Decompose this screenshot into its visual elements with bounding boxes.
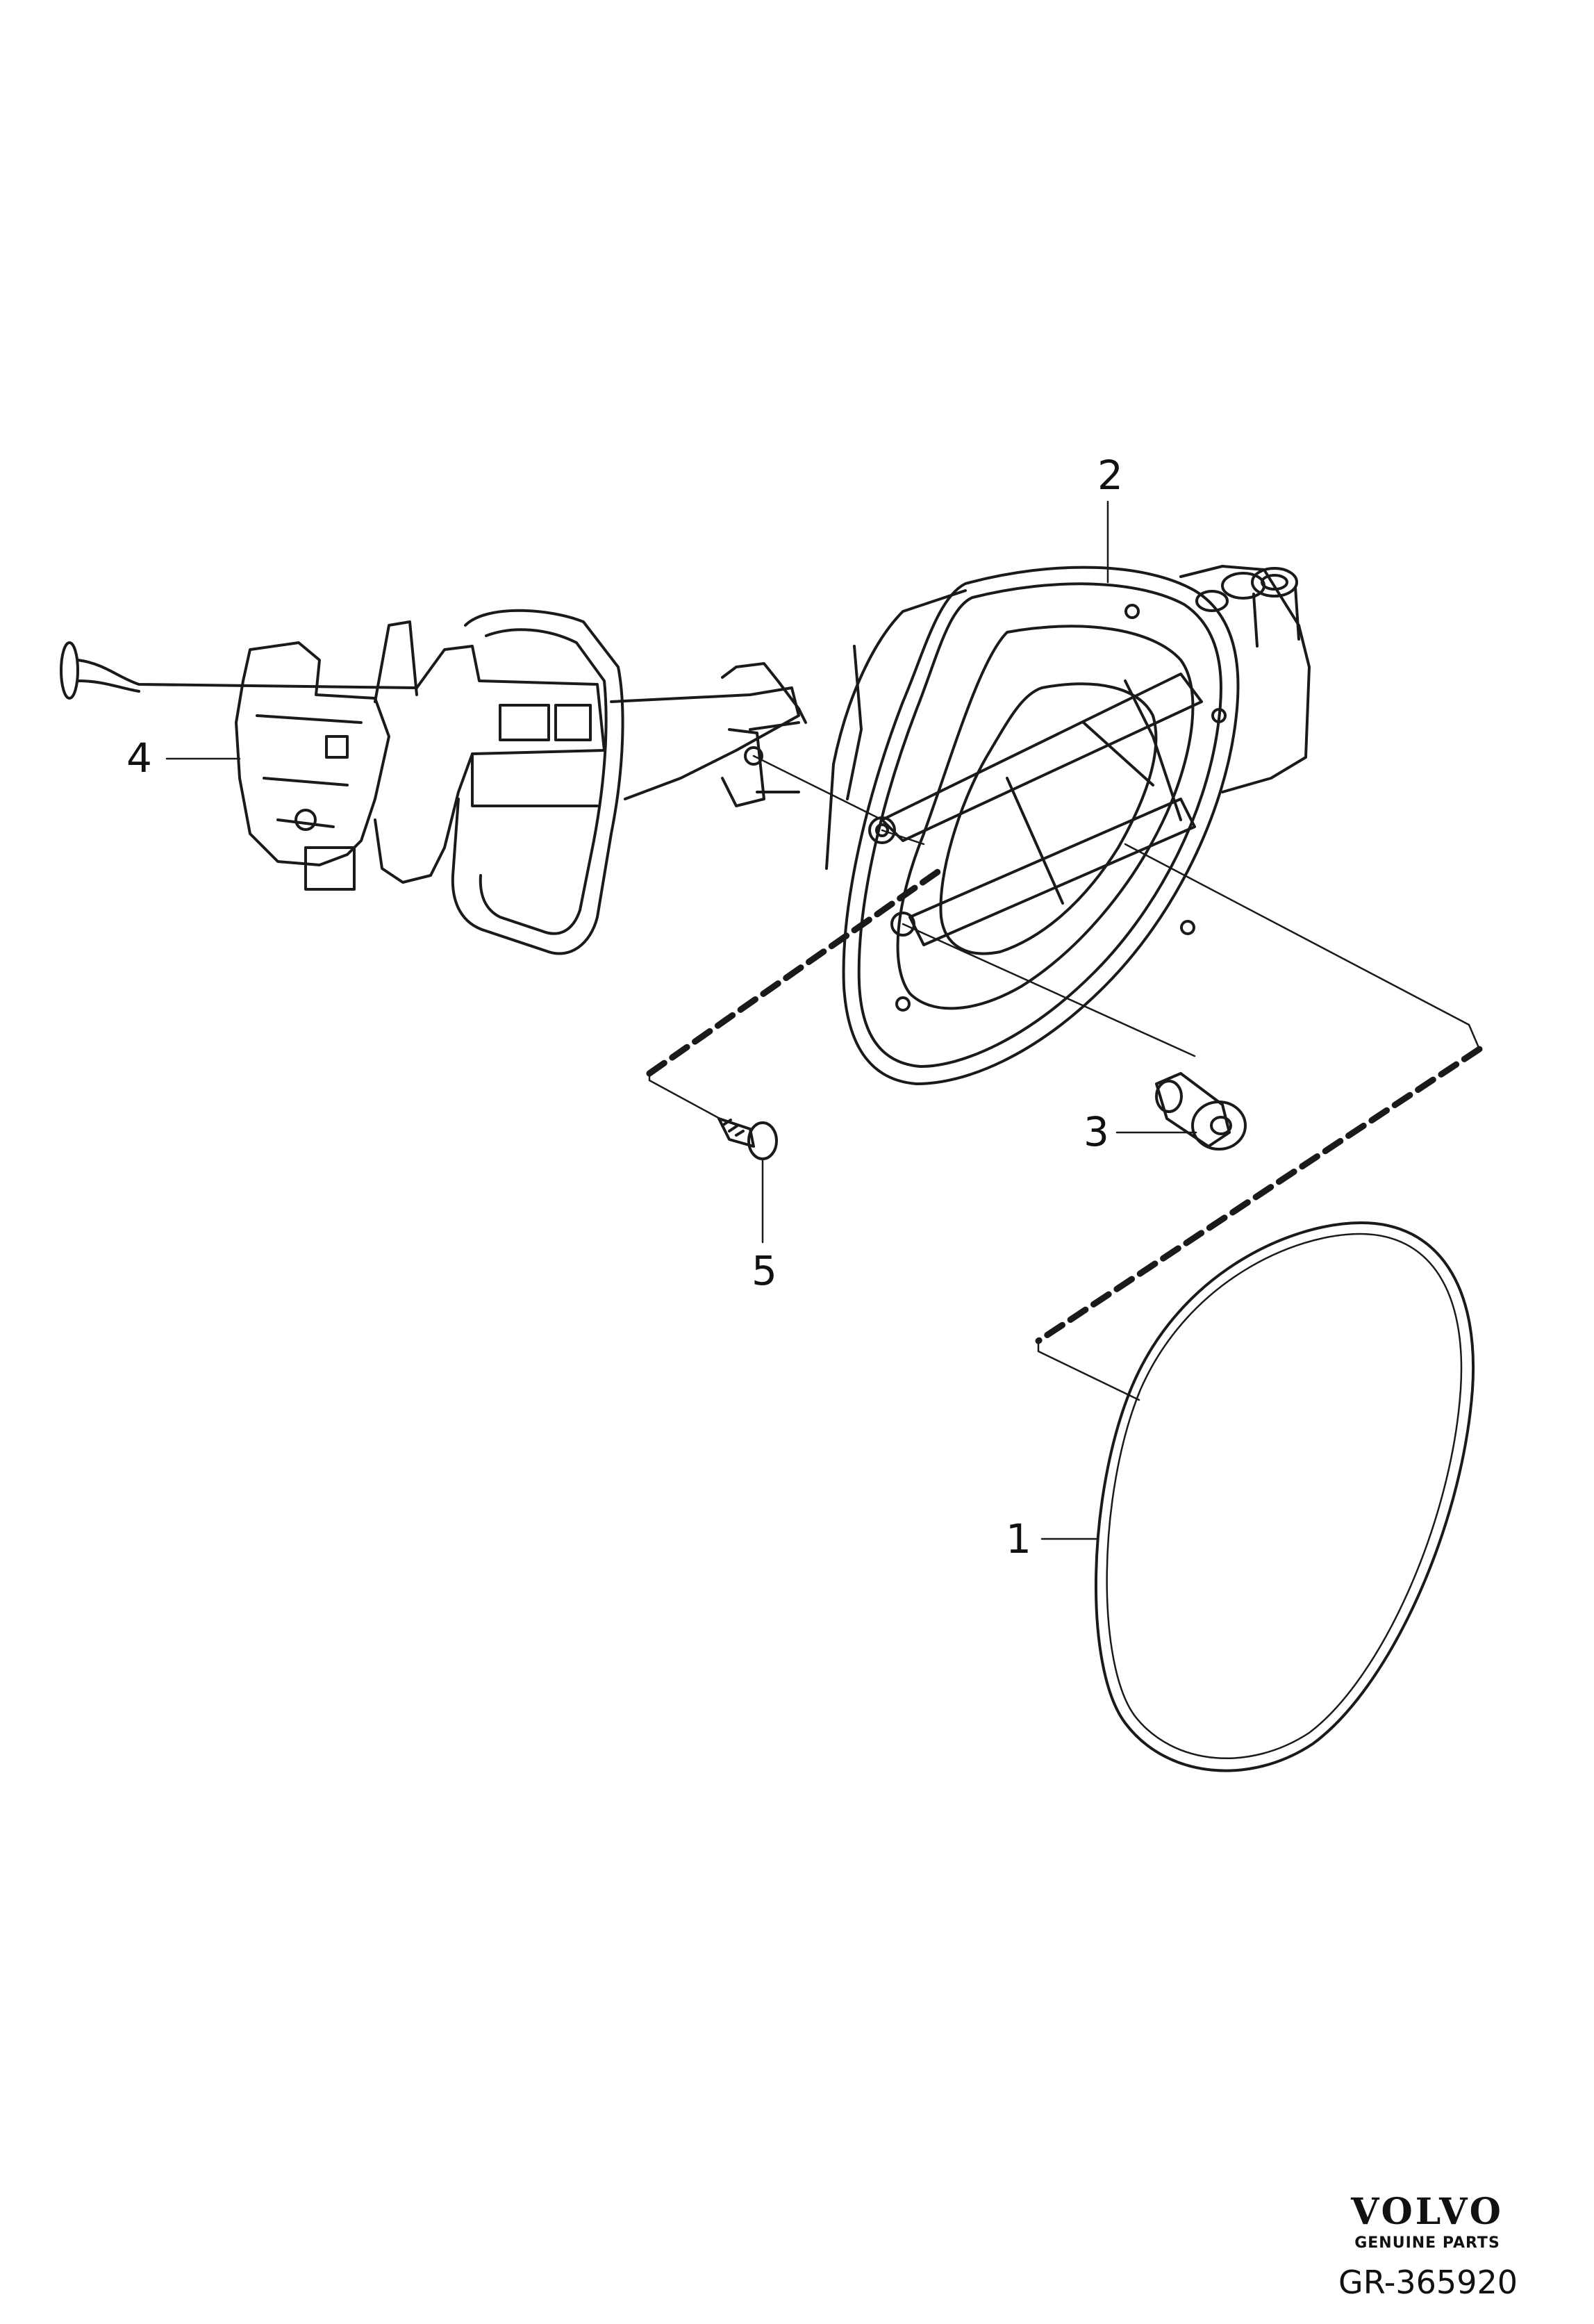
brand-logo: VOLVO GENUINE PARTS xyxy=(1337,2194,1518,2252)
callout-4: 4 xyxy=(126,734,152,782)
assembly-thin-lines xyxy=(648,1023,1481,1401)
lock-actuator-part xyxy=(60,609,807,955)
callout-1: 1 xyxy=(1006,1515,1031,1563)
bushing-part xyxy=(1155,1072,1247,1151)
callout-2: 2 xyxy=(1097,452,1123,499)
callout-leaders xyxy=(165,500,1197,1540)
diagram-reference: GR-365920 xyxy=(1338,2264,1518,2301)
assembly-dashed-lines xyxy=(646,868,1483,1344)
fuel-filler-lid-part xyxy=(1094,1221,1475,1772)
brand-subtitle: GENUINE PARTS xyxy=(1354,2234,1500,2252)
screw-part xyxy=(717,1117,778,1160)
brand-name: VOLVO xyxy=(1351,2191,1504,2233)
callout-3: 3 xyxy=(1084,1108,1109,1155)
filler-housing-part xyxy=(752,565,1470,1085)
callout-5: 5 xyxy=(752,1247,777,1294)
